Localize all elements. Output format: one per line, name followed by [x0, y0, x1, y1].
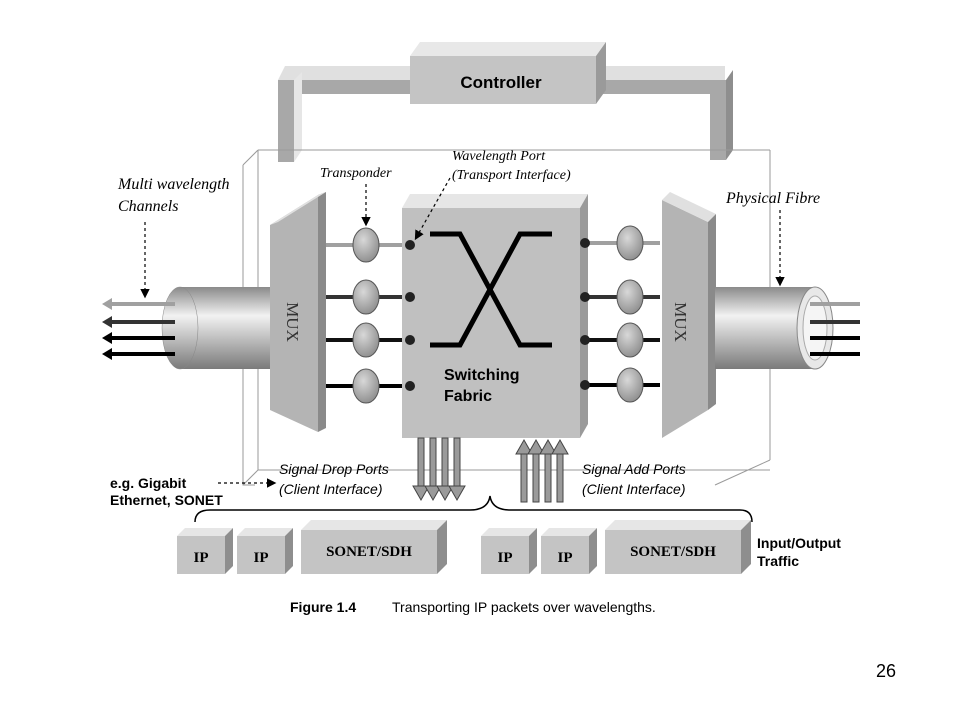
- transponder: [616, 225, 644, 261]
- client-brace: [194, 495, 753, 523]
- svg-text:IP: IP: [194, 550, 209, 566]
- io-traffic-label-line2: Traffic: [757, 553, 799, 569]
- drop-arrows: [412, 437, 466, 502]
- right-transponders: [616, 225, 644, 403]
- add-ports-label-line2: (Client Interface): [582, 481, 685, 497]
- client-box-sonet-1: SONET/SDH: [301, 520, 447, 574]
- switching-fabric: Switching Fabric: [402, 194, 588, 438]
- add-ports-label-line1: Signal Add Ports: [582, 461, 686, 477]
- client-box-sonet-2: SONET/SDH: [605, 520, 751, 574]
- slide-number: 26: [876, 661, 897, 681]
- client-box-ip-4: IP: [541, 528, 597, 574]
- controller-loop: [278, 66, 733, 162]
- left-fibre-cylinder: [161, 286, 280, 370]
- example-label-line2: Ethernet, SONET: [110, 492, 223, 508]
- transponder: [616, 322, 644, 358]
- controller-box: Controller: [410, 42, 606, 104]
- svg-text:IP: IP: [254, 550, 269, 566]
- left-mux-label: MUX: [283, 302, 302, 342]
- switching-fabric-label-line2: Fabric: [444, 388, 492, 405]
- transponder: [352, 227, 380, 263]
- svg-text:IP: IP: [558, 550, 573, 566]
- transponder: [352, 279, 380, 315]
- transponder: [352, 322, 380, 358]
- drop-ports-label-line2: (Client Interface): [279, 481, 382, 497]
- client-box-ip-2: IP: [237, 528, 293, 574]
- multi-wavelength-label-line1: Multi wavelength: [117, 176, 230, 193]
- physical-fibre-label: Physical Fibre: [725, 190, 820, 207]
- transponder: [352, 368, 380, 404]
- right-fibre-cylinder: [715, 286, 834, 370]
- svg-text:SONET/SDH: SONET/SDH: [326, 544, 412, 560]
- right-mux-label: MUX: [671, 302, 690, 342]
- figure-number: Figure 1.4: [290, 599, 356, 615]
- transponder-label: Transponder: [320, 166, 392, 181]
- switching-fabric-label-line1: Switching: [444, 367, 520, 384]
- controller-label: Controller: [460, 73, 542, 92]
- left-transponders: [352, 227, 380, 404]
- client-box-ip-3: IP: [481, 528, 537, 574]
- multi-wavelength-label-line2: Channels: [118, 198, 178, 215]
- add-arrows: [515, 438, 569, 503]
- fabric-left-ports: [405, 240, 415, 391]
- svg-text:IP: IP: [498, 550, 513, 566]
- svg-text:SONET/SDH: SONET/SDH: [630, 544, 716, 560]
- right-mux: MUX: [662, 192, 716, 438]
- wavelength-port-label-line2: (Transport Interface): [452, 168, 571, 183]
- left-mux: MUX: [270, 192, 326, 432]
- example-label-line1: e.g. Gigabit: [110, 475, 187, 491]
- io-traffic-label-line1: Input/Output: [757, 535, 841, 551]
- transponder: [616, 367, 644, 403]
- right-port-lines: [585, 241, 660, 387]
- wavelength-port-label-line1: Wavelength Port: [452, 149, 546, 164]
- drop-ports-label-line1: Signal Drop Ports: [279, 461, 389, 477]
- fabric-right-ports: [580, 238, 590, 390]
- transponder: [616, 279, 644, 315]
- left-port-lines: [326, 243, 410, 388]
- figure-caption: Transporting IP packets over wavelengths…: [392, 599, 656, 615]
- client-box-ip-1: IP: [177, 528, 233, 574]
- left-channel-lines: [102, 298, 175, 360]
- right-channel-lines: [810, 302, 860, 356]
